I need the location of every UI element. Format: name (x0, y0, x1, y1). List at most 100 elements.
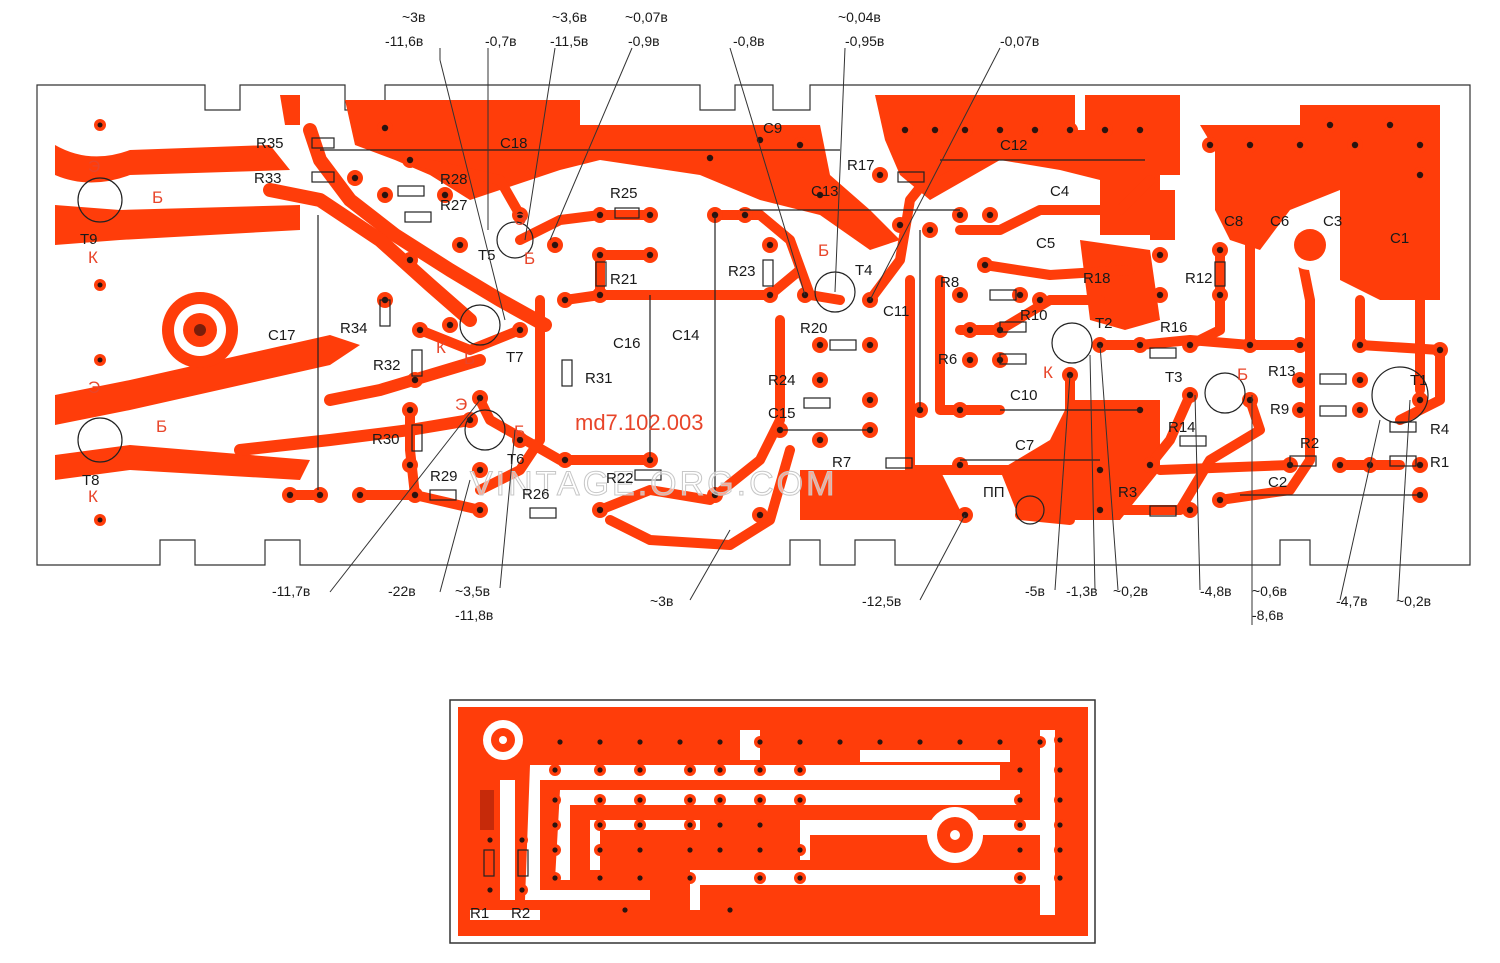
solder-pad-hole (966, 356, 974, 364)
label-r27: R27 (440, 197, 468, 214)
solder-pad-hole (1416, 396, 1424, 404)
label-c10: C10 (1010, 387, 1038, 404)
small-board-pad-hole (957, 739, 963, 745)
t8-outline (77, 417, 123, 463)
solder-pad-hole (796, 141, 804, 149)
small-board-pad-hole (637, 875, 643, 881)
solder-pad-hole (406, 156, 414, 164)
board-marking: md7.102.003 (575, 410, 703, 435)
label-t8: T8 (82, 472, 100, 489)
trim-pot-ring (1285, 220, 1335, 270)
t3-base: Б (1237, 365, 1248, 384)
label-r13: R13 (1268, 363, 1296, 380)
solder-pad-hole (1326, 121, 1334, 129)
label-t1: T1 (1410, 372, 1428, 389)
label-t3: T3 (1165, 369, 1183, 386)
solder-pad-hole (596, 291, 604, 299)
label-t5: T5 (478, 247, 496, 264)
label-r14: R14 (1168, 419, 1196, 436)
solder-pad-hole (1066, 126, 1074, 134)
solder-pad-hole (356, 491, 364, 499)
solder-pad-hole (646, 211, 654, 219)
small-board-pad-hole (1057, 875, 1063, 881)
solder-pad-hole (381, 191, 389, 199)
label-r24: R24 (768, 372, 796, 389)
small-board-pad-hole (597, 767, 603, 773)
solder-pad-hole (1246, 141, 1254, 149)
t8-emitter: Э (88, 378, 100, 397)
label-r23: R23 (728, 263, 756, 280)
solder-pad-hole (956, 211, 964, 219)
label-r34: R34 (340, 320, 368, 337)
solder-pad-hole (441, 191, 449, 199)
solder-pad-hole (1246, 341, 1254, 349)
voltage-ac-0-6v: ~0,6в (1252, 583, 1287, 599)
small-board-pad-hole (552, 767, 558, 773)
small-board-pad-hole (487, 837, 493, 843)
solder-pad-hole (406, 406, 414, 414)
small-board-pad-hole (637, 822, 643, 828)
small-board-pad-hole (677, 739, 683, 745)
voltage-dc-8-6v: -8,6в (1252, 607, 1284, 623)
solder-pad-hole (756, 511, 764, 519)
small-board-pad-hole (727, 907, 733, 913)
solder-pad-hole (981, 261, 989, 269)
solder-pad-hole (596, 211, 604, 219)
label-r26: R26 (522, 486, 550, 503)
label-r2: R2 (1300, 435, 1319, 452)
solder-pad-hole (476, 466, 484, 474)
label-t6: T6 (507, 451, 525, 468)
solder-pad-hole (1186, 506, 1194, 514)
solder-pad-hole (476, 394, 484, 402)
solder-pad-hole (596, 251, 604, 259)
label-r22: R22 (606, 470, 634, 487)
small-board-pad-hole (552, 822, 558, 828)
small-board-pad-hole (1057, 797, 1063, 803)
solder-pad-hole (1031, 126, 1039, 134)
small-board-pad-hole (519, 837, 525, 843)
label-c16: C16 (613, 335, 641, 352)
t5-emitter: Э (514, 210, 526, 229)
solder-pad-hole (706, 154, 714, 162)
label-c15: C15 (768, 405, 796, 422)
t7-base: Б (464, 349, 475, 368)
small-board-resistors (480, 790, 529, 877)
solder-pad-hole (1136, 126, 1144, 134)
voltage-dc-11-8v: -11,8в (455, 607, 493, 623)
label-diode: ПП (983, 484, 1005, 501)
pin-letters: Э Б К Э Б К Б К Э Б Э Б Б К Б (88, 157, 1248, 506)
solder-pad-hole (1096, 466, 1104, 474)
label-c17: C17 (268, 327, 296, 344)
t6-outline (464, 409, 506, 451)
t8-base: Б (156, 417, 167, 436)
solder-pad-hole (561, 296, 569, 304)
small-board-pad-hole (757, 797, 763, 803)
solder-pad-hole (596, 506, 604, 514)
small-board-pad-hole (597, 739, 603, 745)
t4-base: Б (818, 241, 829, 260)
small-board-pad-hole (637, 797, 643, 803)
small-board-label-r1: R1 (470, 905, 489, 922)
solder-pad-hole (961, 126, 969, 134)
solder-pad-hole (1216, 246, 1224, 254)
solder-pad-hole (381, 124, 389, 132)
small-board-pad-hole (1057, 737, 1063, 743)
small-board-pad-hole (757, 822, 763, 828)
solder-pad-hole (406, 461, 414, 469)
solder-pad-hole (901, 126, 909, 134)
small-board-pad-hole (687, 875, 693, 881)
voltage-annotations-bottom: -11,7в -22в ~3,5в -11,8в ~3в -12,5в -5в … (272, 344, 1431, 625)
voltage-dc-11-5v: -11,5в (550, 33, 588, 49)
t6-emitter: Э (455, 395, 467, 414)
solder-pad-hole (816, 191, 824, 199)
t7-outline (459, 304, 501, 346)
label-r6: R6 (938, 351, 957, 368)
small-board-pad-hole (797, 767, 803, 773)
voltage-ac-0-04v: ~0,04в (838, 9, 881, 25)
small-board-pad-hole (997, 739, 1003, 745)
small-board-pad-hole (557, 739, 563, 745)
voltage-dc-1-3v: -1,3в (1066, 583, 1098, 599)
t8-collector: К (88, 487, 98, 506)
small-board-pad-hole (519, 887, 525, 893)
small-board-pad-hole (757, 767, 763, 773)
